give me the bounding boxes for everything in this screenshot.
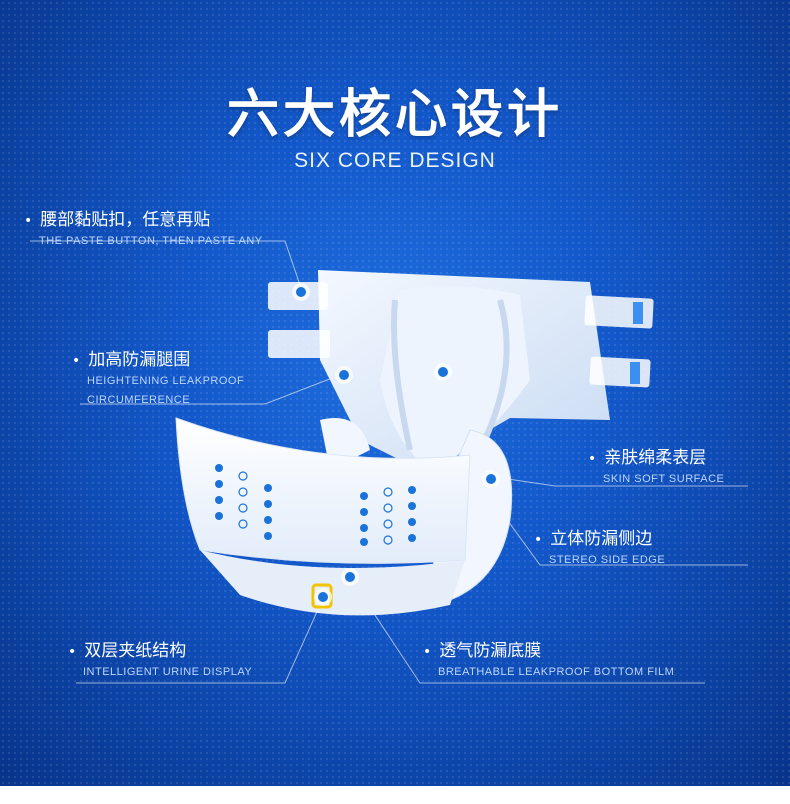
- title-chinese: 六大核心设计: [226, 85, 563, 145]
- tape-right-top: [584, 295, 654, 329]
- tape-blue-edge: [630, 362, 640, 384]
- title-english: SIX CORE DESIGN: [294, 149, 496, 172]
- feature-label-1: 腰部黏贴扣，任意再贴 THE PASTE BUTTON, THEN PASTE …: [24, 205, 263, 250]
- diaper-bottom: [200, 550, 465, 616]
- wetness-indicator-marks: [215, 464, 416, 546]
- feature-label-4: 立体防漏侧边 STEREO SIDE EDGE: [534, 524, 665, 569]
- connector-line-5: [76, 604, 321, 684]
- tape-blue-edge: [633, 302, 643, 324]
- connector-line-2: [80, 374, 341, 405]
- feature-label-5: 双层夹纸结构 INTELLIGENT URINE DISPLAY: [68, 636, 252, 681]
- connector-line-3: [494, 476, 748, 487]
- footer-strip: [0, 786, 790, 804]
- diaper-illustration: [175, 270, 654, 616]
- hotspot-dots: [292, 283, 500, 606]
- tape-right-bottom: [589, 356, 651, 388]
- feature-label-2: 加高防漏腿围 HEIGHTENING LEAKPROOF CIRCUMFEREN…: [72, 345, 244, 409]
- diaper-front-panel: [175, 417, 471, 564]
- connector-line-1: [30, 240, 301, 286]
- feature-label-3: 亲肤绵柔表层 SKIN SOFT SURFACE: [588, 443, 724, 488]
- feature-label-6: 透气防漏底膜 BREATHABLE LEAKPROOF BOTTOM FILM: [423, 636, 674, 681]
- connector-line-6: [354, 584, 705, 684]
- tape-left-bottom: [268, 330, 330, 358]
- connector-lines: [0, 0, 790, 786]
- connector-line-4: [499, 509, 748, 566]
- product-banner: 六大核心设计 SIX CORE DESIGN: [0, 0, 790, 786]
